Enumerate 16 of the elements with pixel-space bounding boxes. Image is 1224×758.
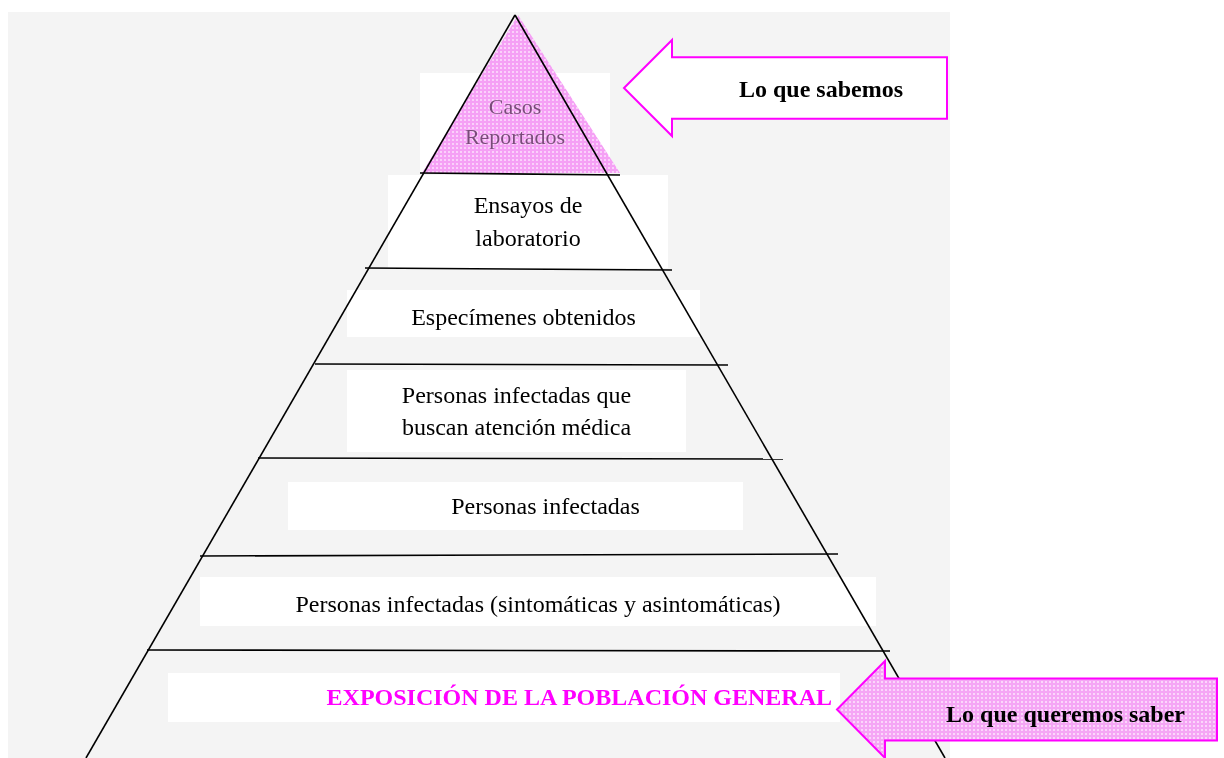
level-text: Casos Reportados [463, 93, 567, 151]
level-text: EXPOSICIÓN DE LA POBLACIÓN GENERAL [326, 683, 832, 713]
block-arrow [624, 40, 947, 136]
pyramid-level-label [168, 673, 840, 722]
level-text: Personas infectadas [451, 491, 640, 521]
pyramid-level-label [347, 290, 700, 337]
arrow-label: Lo que sabemos [738, 75, 903, 103]
level-text: Personas infectadas (sintomáticas y asintomáticas) [295, 590, 781, 620]
level-text: Personas infectadas que buscan atención médica [400, 380, 633, 442]
level-text: Ensayos de laboratorio [472, 191, 584, 253]
arrow-label: Lo que queremos saber [946, 701, 1185, 728]
pyramid-level-label [420, 15, 620, 175]
pyramid-level-label [200, 577, 876, 626]
block-arrow [837, 661, 1217, 758]
level-text: Especímenes obtenidos [411, 303, 636, 333]
pyramid-level-label [388, 175, 668, 268]
